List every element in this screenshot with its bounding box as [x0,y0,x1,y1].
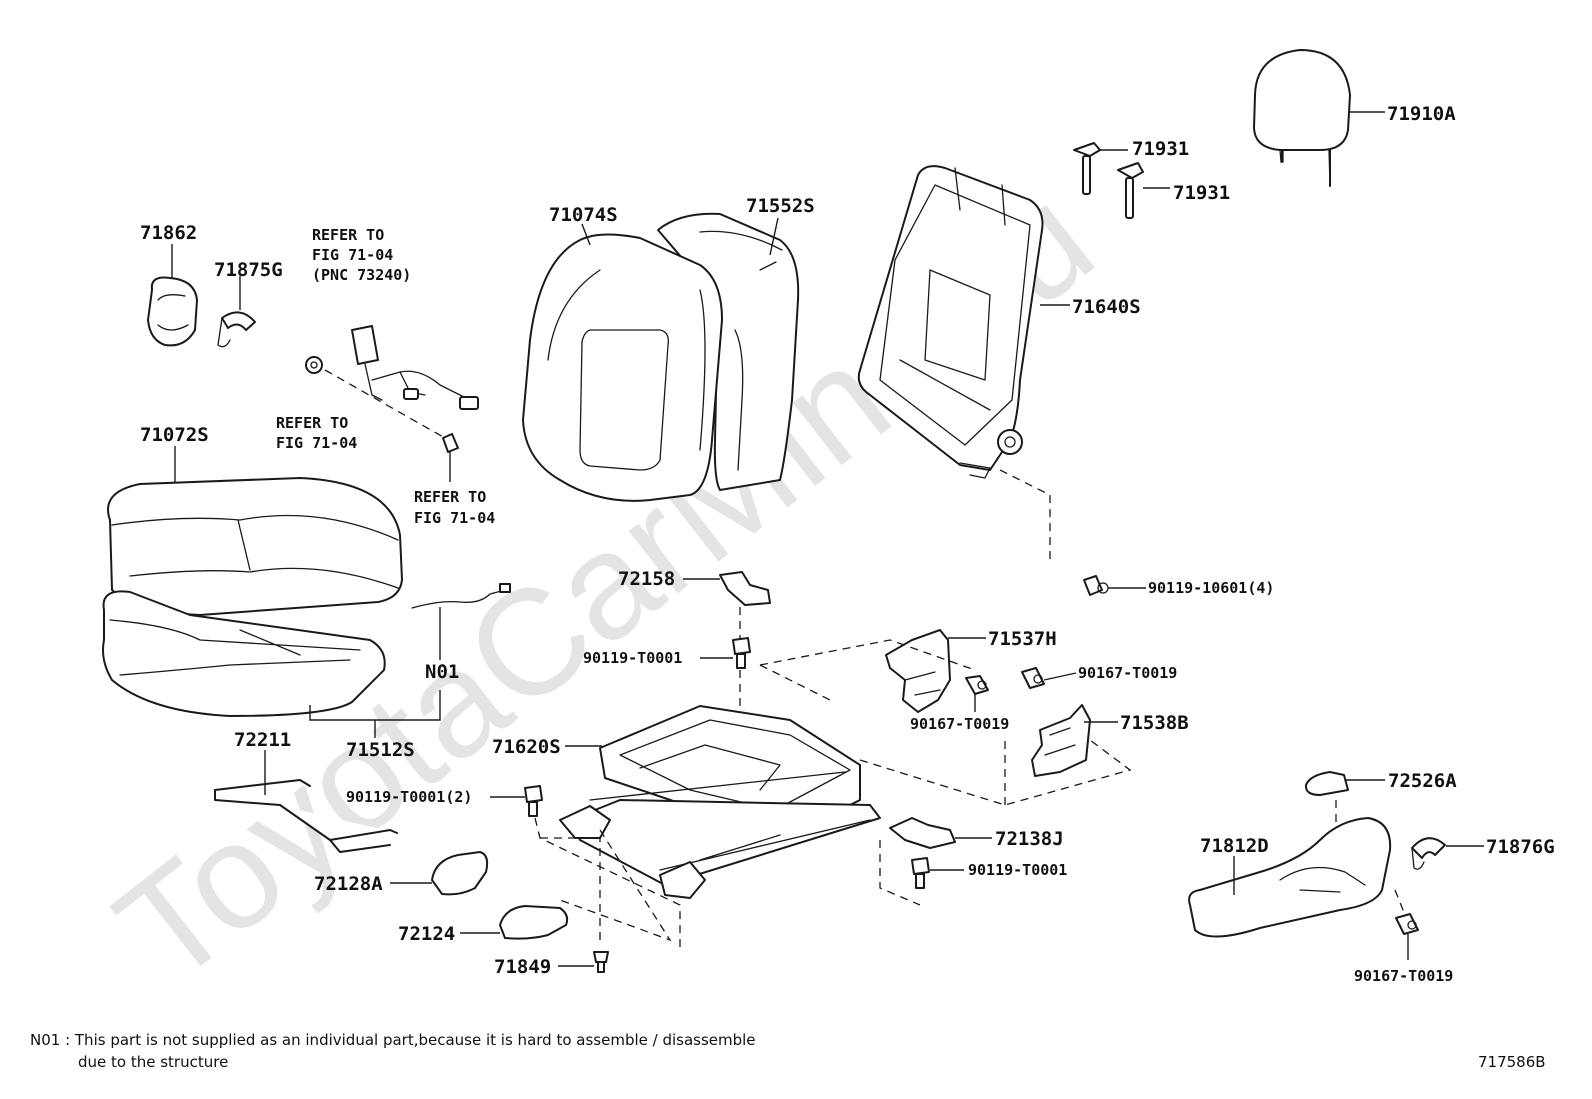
bracket-72158-part[interactable] [719,571,771,606]
bolt-90167-t0019-a-part[interactable] [965,675,989,695]
seatback-pad-part[interactable] [657,212,800,491]
figure-code: 717586B [1478,1053,1546,1071]
bolt-90119-t0001-b-part[interactable] [911,857,930,889]
bolt-90119-t0001-2-part[interactable] [524,785,543,817]
part-label-90119-10601: 90119-10601(4) [1148,579,1274,597]
bracket-71538B-part[interactable] [1031,704,1091,777]
part-label-72158: 72158 [618,568,675,590]
clip-71849-part[interactable] [593,951,609,973]
frame-bolt-part[interactable] [1083,575,1109,596]
cushion-cover-part[interactable] [107,477,403,616]
cover-clip-part[interactable] [217,311,256,348]
seat-adjuster-part[interactable] [559,705,881,899]
headrest-part[interactable] [1253,49,1351,187]
part-label-71620S: 71620S [492,736,561,758]
part-label-90119-t0001-b: 90119-T0001 [968,861,1067,879]
part-label-71910A: 71910A [1387,103,1456,125]
footnote-line1: N01 : This part is not supplied as an in… [30,1031,756,1049]
seat-belt-buckle-ref[interactable] [351,325,479,410]
seatback-cover-part[interactable] [522,233,723,502]
part-label-71072S: 71072S [140,424,209,446]
part-label-90167-t0019-c: 90167-T0019 [1354,967,1453,985]
occupant-sensor-part[interactable] [411,583,511,609]
part-label-71876G: 71876G [1486,836,1555,858]
belt-nut-part[interactable] [305,356,323,374]
headrest-support-part[interactable] [1073,142,1144,219]
ref-belt-line1: REFER TO [312,226,384,244]
ref-clip-line1: REFER TO [414,488,486,506]
part-label-71812D: 71812D [1200,835,1269,857]
part-label-72211: 72211 [234,729,291,751]
ref-belt-line2: FIG 71-04 [312,246,393,264]
part-label-72526A: 72526A [1388,770,1457,792]
bracket-71537H-part[interactable] [885,629,951,713]
part-label-72138J: 72138J [995,828,1064,850]
part-label-90119-t0001-a: 90119-T0001 [583,649,682,667]
part-label-71875G: 71875G [214,259,283,281]
cover-71876G-part[interactable] [1411,837,1446,870]
part-label-71849: 71849 [494,956,551,978]
bolt-90167-t0019-c-part[interactable] [1395,913,1419,935]
cushion-pad-part[interactable] [102,590,386,717]
part-label-71862: 71862 [140,222,197,244]
part-label-90119-t0001-2: 90119-T0001(2) [346,788,472,806]
side-shield-part[interactable] [1188,817,1392,938]
ref-clip-line2: FIG 71-04 [414,509,495,527]
part-label-90167-t0019-b: 90167-T0019 [1078,664,1177,682]
seatback-frame-part[interactable] [857,165,1044,479]
part-label-71640S: 71640S [1072,296,1141,318]
part-label-N01: N01 [425,661,459,683]
recliner-cover-part[interactable] [147,276,198,347]
part-label-72124: 72124 [398,923,455,945]
bracket-72138J-part[interactable] [889,817,956,849]
part-label-90167-t0019-a: 90167-T0019 [910,715,1009,733]
part-label-71931-upper: 71931 [1132,138,1189,160]
rod-72211-part[interactable] [214,779,398,853]
part-label-71074S: 71074S [549,204,618,226]
part-label-72128A: 72128A [314,873,383,895]
belt-clip-part[interactable] [442,433,459,453]
part-label-71931-lower: 71931 [1173,182,1230,204]
bolt-90119-t0001-a-part[interactable] [732,637,751,669]
knob-72124-part[interactable] [499,905,569,940]
part-label-71537H: 71537H [988,628,1057,650]
ref-nut-line2: FIG 71-04 [276,434,357,452]
ref-belt-line3: (PNC 73240) [312,266,411,284]
knob-72526A-part[interactable] [1304,771,1349,796]
part-label-71552S: 71552S [746,195,815,217]
ref-nut-line1: REFER TO [276,414,348,432]
knob-72128A-part[interactable] [431,851,489,896]
part-label-71512S: 71512S [346,739,415,761]
bolt-90167-t0019-b-part[interactable] [1021,667,1045,689]
part-label-71538B: 71538B [1120,712,1189,734]
footnote-line2: due to the structure [78,1053,228,1071]
